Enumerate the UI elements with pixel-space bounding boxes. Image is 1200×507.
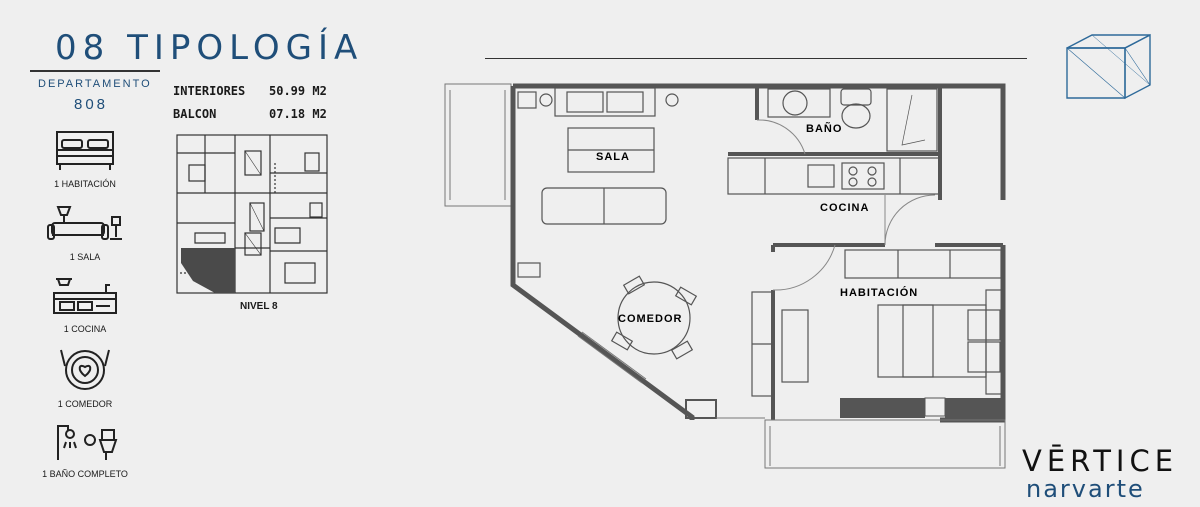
bottom-wall-segment xyxy=(840,398,925,418)
balcony-left xyxy=(444,83,512,207)
header-divider xyxy=(485,58,1027,59)
room-label-comedor: COMEDOR xyxy=(618,313,682,325)
amenity-bedroom: 1 HABITACIÓN xyxy=(40,130,130,189)
area-label: BALCON xyxy=(173,107,217,121)
amenity-label: 1 HABITACIÓN xyxy=(54,179,116,189)
outer-walls xyxy=(510,83,1006,423)
amenity-label: 1 COCINA xyxy=(63,324,107,334)
room-label-cocina: COCINA xyxy=(820,202,869,214)
cube-logo-icon xyxy=(1066,33,1151,100)
dining-plate-icon xyxy=(60,349,110,390)
bathroom-fixtures xyxy=(767,88,938,152)
kitchen-counter xyxy=(727,157,941,195)
page-title: 08 TIPOLOGÍA xyxy=(55,28,364,68)
brand-subname: narvarte xyxy=(1026,475,1145,503)
amenity-living: 1 SALA xyxy=(40,203,130,262)
floor-plan: SALA BAÑO COCINA COMEDOR HABITACIÓN xyxy=(444,83,1006,469)
bathroom-icon xyxy=(57,425,118,460)
title-underline xyxy=(30,70,160,72)
bedroom-furniture xyxy=(751,249,1003,397)
area-label: INTERIORES xyxy=(173,84,246,98)
department-number: 808 xyxy=(74,96,109,113)
building-level-minimap xyxy=(176,134,328,294)
amenity-label: 1 COMEDOR xyxy=(57,399,113,409)
bed-icon xyxy=(56,131,114,170)
room-label-bano: BAÑO xyxy=(806,122,842,135)
amenity-label: 1 BAÑO COMPLETO xyxy=(42,469,128,479)
room-label-habitacion: HABITACIÓN xyxy=(840,286,918,299)
amenity-kitchen: 1 COCINA xyxy=(40,275,130,334)
living-furniture xyxy=(517,87,679,278)
area-value: 50.99 M2 xyxy=(269,84,327,98)
area-table: INTERIORES 50.99 M2 BALCON 07.18 M2 xyxy=(173,80,327,126)
amenity-label: 1 SALA xyxy=(69,252,101,262)
amenity-bathroom: 1 BAÑO COMPLETO xyxy=(40,420,130,479)
amenity-dining: 1 COMEDOR xyxy=(40,348,130,409)
highlighted-unit xyxy=(181,248,235,293)
sofa-icon xyxy=(47,206,122,240)
department-label: DEPARTAMENTO xyxy=(38,78,152,90)
area-row-interiores: INTERIORES 50.99 M2 xyxy=(173,80,327,103)
kitchen-icon xyxy=(53,278,117,314)
area-value: 07.18 M2 xyxy=(269,107,327,121)
bottom-wall-segment xyxy=(945,398,1005,418)
room-label-sala: SALA xyxy=(596,151,630,163)
brand-name: VĒRTICE xyxy=(1022,444,1179,478)
minimap-level-label: NIVEL 8 xyxy=(240,301,278,312)
area-row-balcon: BALCON 07.18 M2 xyxy=(173,103,327,126)
dining-table xyxy=(610,275,698,360)
